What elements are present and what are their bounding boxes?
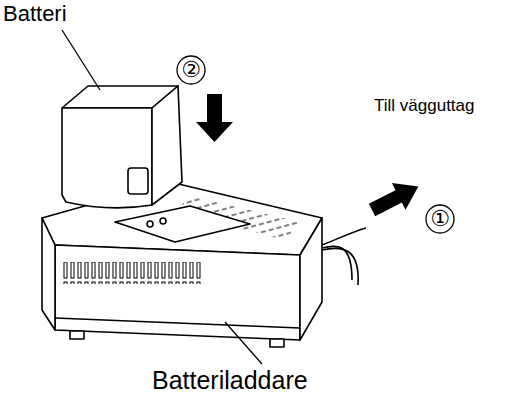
charger-right xyxy=(300,218,322,340)
foot xyxy=(270,339,284,347)
insert-arrow xyxy=(196,94,233,142)
callout-number: ① xyxy=(430,208,450,230)
charger-front xyxy=(55,245,300,340)
indicator-lamp xyxy=(147,221,153,227)
part-label: Batteriladdare xyxy=(152,367,308,395)
plug-arrow xyxy=(365,173,425,223)
foot xyxy=(70,331,84,339)
leader-line xyxy=(62,30,100,90)
charger-left xyxy=(42,218,55,330)
indicator-lamp xyxy=(160,218,166,224)
callout-circle: ② xyxy=(176,55,206,85)
callout-circle: ① xyxy=(425,204,455,234)
charger-base-line xyxy=(55,318,300,328)
callout-number: ② xyxy=(181,59,201,81)
power-cord xyxy=(322,228,366,285)
front-vents xyxy=(62,262,202,284)
leader-line xyxy=(225,322,262,364)
battery-side xyxy=(152,86,182,205)
top-panel xyxy=(115,206,250,242)
part-label: Till vägguttag xyxy=(374,97,474,116)
battery-front xyxy=(62,108,152,208)
battery-latch xyxy=(128,168,148,194)
power-cord xyxy=(322,246,352,280)
part-label: Batteri xyxy=(3,2,67,26)
